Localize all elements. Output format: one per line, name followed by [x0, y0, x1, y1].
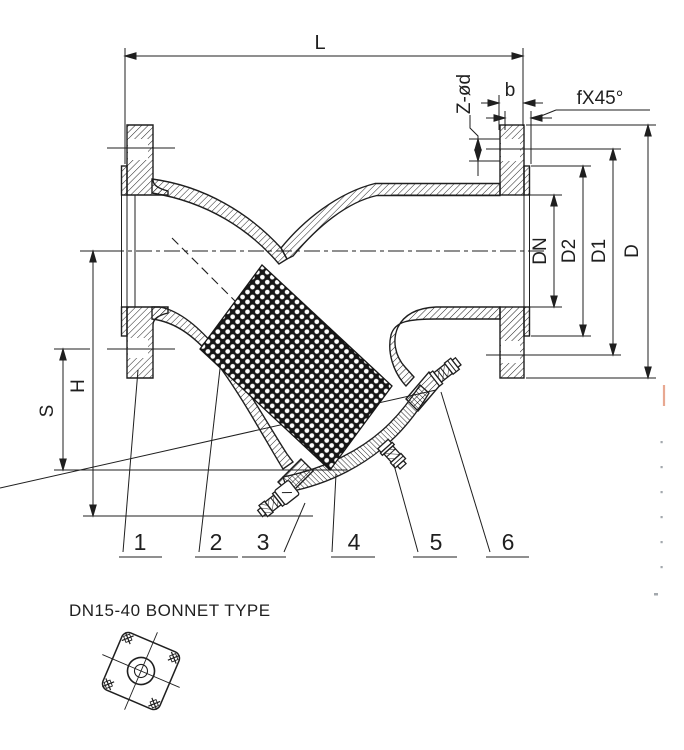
dim-label-S: S	[37, 405, 58, 418]
part-number-3: 3	[257, 529, 270, 555]
bonnet-top-view	[101, 631, 181, 711]
bonnet-note-group: DN15-40 BONNET TYPE	[69, 601, 271, 711]
dim-bolt-holes: Z-ød	[454, 74, 500, 176]
part-callout-1: 1	[119, 369, 162, 558]
bonnet-cap	[282, 384, 430, 493]
bonnet-view-bolt-marks	[102, 632, 180, 710]
artifact-dot-column	[654, 441, 663, 596]
body-wall-elbow	[389, 306, 501, 388]
dim-label-chamfer: fX45°	[577, 88, 624, 109]
dim-H: H	[68, 249, 313, 518]
dim-label-H: H	[68, 379, 89, 393]
dim-S: S	[37, 347, 347, 472]
part-number-1: 1	[134, 529, 147, 555]
dim-D: D	[526, 123, 656, 380]
dim-b: b	[481, 80, 543, 130]
dim-label-D1: D1	[589, 239, 610, 263]
dim-DN: DN	[392, 193, 562, 309]
body-wall-top-left	[151, 178, 288, 265]
strainer-body	[107, 124, 531, 495]
body-wall-lower-left	[151, 306, 294, 471]
part-callout-3: 3	[242, 502, 306, 558]
scan-artifacts	[654, 385, 666, 596]
bonnet-bolt-middle	[376, 438, 407, 470]
strainer-mesh-screen	[199, 264, 393, 471]
dim-L: L	[123, 32, 525, 164]
part-callouts: 1 2 3 4 5 6	[119, 359, 529, 558]
bonnet-bolt-lower	[256, 480, 300, 518]
dim-D2: D2	[531, 164, 591, 338]
dim-label-L: L	[314, 32, 325, 54]
bonnet-view-centerline-v	[124, 632, 158, 710]
centerlines	[80, 237, 545, 302]
dim-label-DN: DN	[530, 237, 551, 264]
part-callout-5: 5	[393, 464, 457, 558]
left-inlet-flange	[107, 124, 175, 379]
bonnet-view-inner-circle	[133, 663, 149, 679]
branch-centerline	[171, 237, 236, 302]
dim-label-bolt-holes: Z-ød	[454, 74, 475, 114]
dim-label-b: b	[505, 80, 516, 101]
part-callout-2: 2	[195, 359, 238, 558]
bonnet-view-outer-circle	[126, 656, 156, 686]
dim-label-D: D	[622, 244, 643, 258]
dim-D1: D1	[486, 147, 621, 357]
bonnet-assembly	[0, 356, 462, 518]
part-callout-6: 6	[440, 391, 529, 558]
bonnet-bolt-upper	[428, 356, 462, 387]
dim-chamfer: fX45°	[486, 88, 650, 164]
part-number-2: 2	[210, 529, 223, 555]
bonnet-type-note: DN15-40 BONNET TYPE	[69, 601, 271, 620]
dimension-lines: L Z-ød b	[37, 32, 656, 518]
part-number-6: 6	[502, 529, 515, 555]
part-callout-4: 4	[331, 473, 375, 558]
dim-label-D2: D2	[559, 239, 580, 263]
part-number-4: 4	[348, 529, 361, 555]
bonnet-view-outline	[101, 631, 181, 711]
part-number-5: 5	[430, 529, 443, 555]
